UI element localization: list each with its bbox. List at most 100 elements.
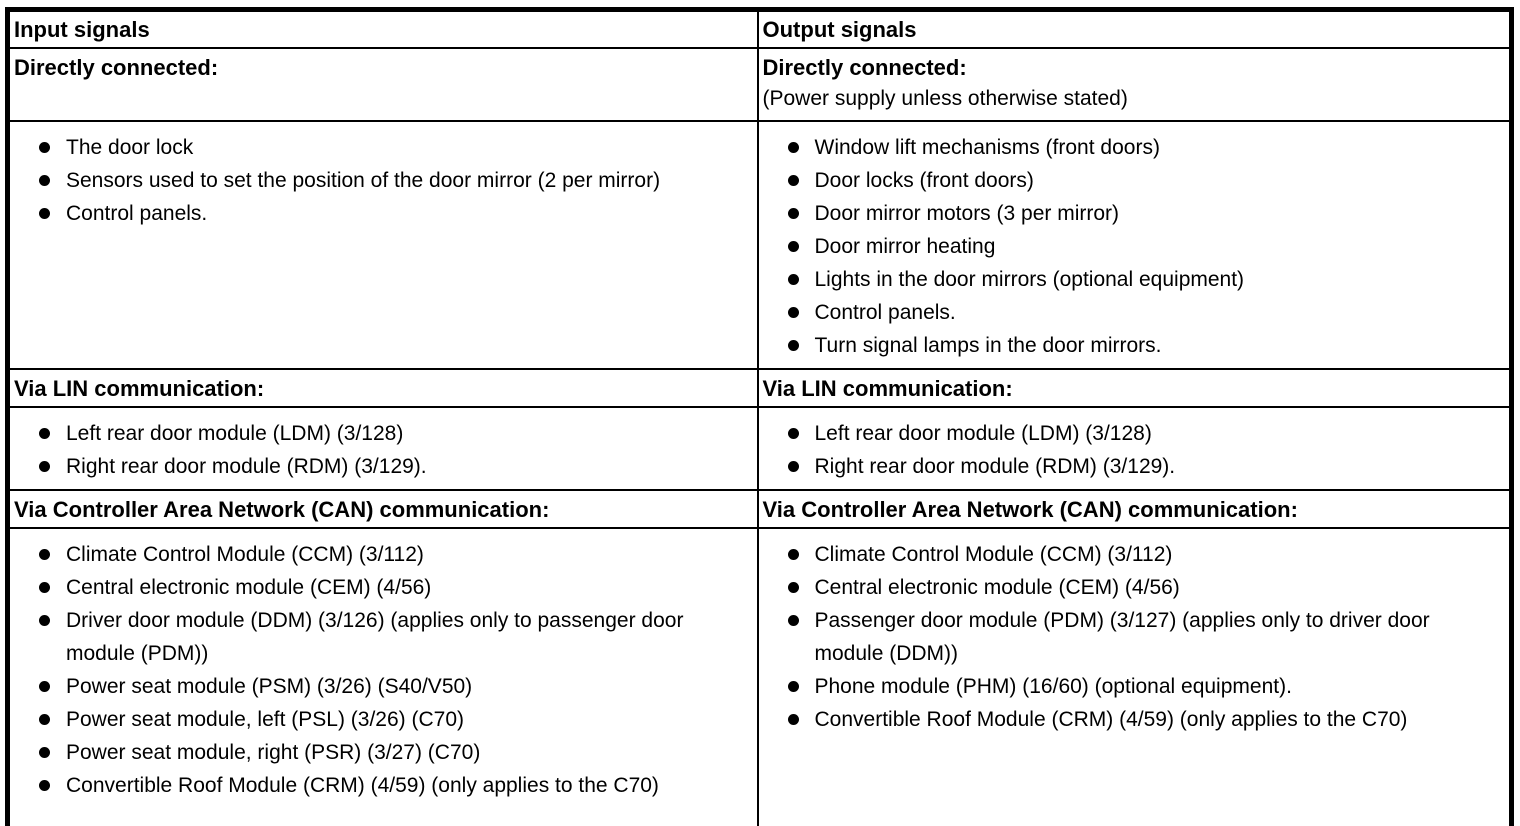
list-item-text: Control panels. bbox=[814, 301, 956, 324]
input-can-title-cell: Via Controller Area Network (CAN) commun… bbox=[6, 489, 759, 529]
bullet-icon bbox=[787, 461, 799, 472]
bullet-icon bbox=[787, 582, 799, 593]
bullet-icon bbox=[787, 208, 799, 219]
list-item-text: Right rear door module (RDM) (3/129). bbox=[66, 455, 427, 478]
section-title: Directly connected: bbox=[14, 55, 219, 80]
directly-connected-title-row: Directly connected: Directly connected: … bbox=[6, 47, 1513, 122]
bullet-icon bbox=[39, 428, 50, 439]
list-item-text: Left rear door module (LDM) (3/128) bbox=[66, 422, 404, 445]
list-item-text: Door mirror heating bbox=[814, 235, 996, 258]
input-directly-connected-items-cell: The door lock Sensors used to set the po… bbox=[6, 120, 759, 370]
list-item: Left rear door module (LDM) (3/128) bbox=[760, 417, 1500, 450]
list-item-text: Turn signal lamps in the door mirrors. bbox=[814, 334, 1162, 357]
list-item: Lights in the door mirrors (optional equ… bbox=[760, 263, 1500, 296]
list-item-text: Convertible Roof Module (CRM) (4/59) (on… bbox=[814, 708, 1408, 731]
list-item: Climate Control Module (CCM) (3/112) bbox=[10, 538, 747, 571]
list-item: Door locks (front doors) bbox=[760, 164, 1500, 197]
list-item-text: Door locks (front doors) bbox=[814, 169, 1034, 192]
list-item-text: Central electronic module (CEM) (4/56) bbox=[814, 576, 1180, 599]
list-item: Phone module (PHM) (16/60) (optional equ… bbox=[760, 670, 1500, 703]
list-item: Central electronic module (CEM) (4/56) bbox=[10, 571, 747, 604]
list-item: Central electronic module (CEM) (4/56) bbox=[760, 571, 1500, 604]
list-item-text: Driver door module (DDM) (3/126) (applie… bbox=[66, 609, 684, 665]
bullet-list: Climate Control Module (CCM) (3/112) Cen… bbox=[10, 530, 756, 808]
section-title: Via LIN communication: bbox=[14, 376, 265, 401]
list-item-text: Power seat module, right (PSR) (3/27) (C… bbox=[66, 741, 481, 764]
output-signals-header-cell: Output signals bbox=[756, 8, 1513, 49]
list-item: Passenger door module (PDM) (3/127) (app… bbox=[760, 604, 1500, 670]
bullet-list: Left rear door module (LDM) (3/128) Righ… bbox=[760, 409, 1510, 488]
list-item-text: Phone module (PHM) (16/60) (optional equ… bbox=[814, 675, 1292, 698]
output-directly-connected-items-cell: Window lift mechanisms (front doors) Doo… bbox=[756, 120, 1513, 370]
bullet-icon bbox=[39, 208, 50, 219]
list-item: Window lift mechanisms (front doors) bbox=[760, 131, 1500, 164]
input-lin-title-cell: Via LIN communication: bbox=[6, 368, 759, 408]
bullet-icon bbox=[39, 780, 50, 791]
list-item-text: Climate Control Module (CCM) (3/112) bbox=[66, 543, 424, 566]
list-item-text: Power seat module (PSM) (3/26) (S40/V50) bbox=[66, 675, 473, 698]
list-item-text: Central electronic module (CEM) (4/56) bbox=[66, 576, 432, 599]
section-title: Via Controller Area Network (CAN) commun… bbox=[14, 497, 550, 522]
list-item: Control panels. bbox=[10, 197, 747, 230]
list-item: Left rear door module (LDM) (3/128) bbox=[10, 417, 747, 450]
bullet-icon bbox=[39, 582, 50, 593]
bullet-icon bbox=[787, 340, 799, 351]
list-item-text: Sensors used to set the position of the … bbox=[66, 169, 661, 192]
output-can-title-cell: Via Controller Area Network (CAN) commun… bbox=[756, 489, 1513, 529]
bullet-icon bbox=[39, 461, 50, 472]
list-item: Convertible Roof Module (CRM) (4/59) (on… bbox=[10, 769, 747, 802]
bullet-list: Window lift mechanisms (front doors) Doo… bbox=[760, 123, 1510, 367]
input-directly-connected-title-cell: Directly connected: bbox=[6, 47, 759, 122]
list-item: Power seat module (PSM) (3/26) (S40/V50) bbox=[10, 670, 747, 703]
bullet-icon bbox=[39, 142, 50, 153]
bullet-icon bbox=[39, 175, 50, 186]
list-item: Power seat module, right (PSR) (3/27) (C… bbox=[10, 736, 747, 769]
list-item-text: Lights in the door mirrors (optional equ… bbox=[814, 268, 1245, 291]
input-signals-header-cell: Input signals bbox=[6, 8, 759, 49]
bullet-icon bbox=[39, 615, 50, 626]
bullet-icon bbox=[787, 274, 799, 285]
can-title-row: Via Controller Area Network (CAN) commun… bbox=[6, 489, 1513, 529]
list-item-text: Left rear door module (LDM) (3/128) bbox=[814, 422, 1152, 445]
input-can-items-cell: Climate Control Module (CCM) (3/112) Cen… bbox=[6, 527, 759, 826]
list-item: Door mirror motors (3 per mirror) bbox=[760, 197, 1500, 230]
lin-items-row: Left rear door module (LDM) (3/128) Righ… bbox=[6, 406, 1513, 491]
bullet-icon bbox=[787, 241, 799, 252]
list-item: Driver door module (DDM) (3/126) (applie… bbox=[10, 604, 747, 670]
list-item: Convertible Roof Module (CRM) (4/59) (on… bbox=[760, 703, 1500, 736]
bullet-icon bbox=[39, 549, 50, 560]
list-item-text: Window lift mechanisms (front doors) bbox=[814, 136, 1160, 159]
bullet-icon bbox=[787, 175, 799, 186]
output-directly-connected-title-cell: Directly connected: (Power supply unless… bbox=[756, 47, 1513, 122]
lin-title-row: Via LIN communication: Via LIN communica… bbox=[6, 368, 1513, 408]
table-header-row: Input signals Output signals bbox=[6, 8, 1513, 49]
bullet-icon bbox=[39, 714, 50, 725]
list-item-text: Power seat module, left (PSL) (3/26) (C7… bbox=[66, 708, 464, 731]
bullet-icon bbox=[787, 615, 799, 626]
output-lin-title-cell: Via LIN communication: bbox=[756, 368, 1513, 408]
list-item-text: The door lock bbox=[66, 136, 194, 159]
signals-table: Input signals Output signals Directly co… bbox=[5, 7, 1514, 826]
list-item: The door lock bbox=[10, 131, 747, 164]
bullet-icon bbox=[787, 142, 799, 153]
directly-connected-items-row: The door lock Sensors used to set the po… bbox=[6, 120, 1513, 370]
bullet-list: Climate Control Module (CCM) (3/112) Cen… bbox=[760, 530, 1510, 742]
list-item: Right rear door module (RDM) (3/129). bbox=[10, 450, 747, 483]
bullet-list: The door lock Sensors used to set the po… bbox=[10, 123, 756, 236]
bullet-icon bbox=[787, 307, 799, 318]
bullet-icon bbox=[787, 549, 799, 560]
section-title: Via Controller Area Network (CAN) commun… bbox=[762, 497, 1298, 522]
bullet-icon bbox=[787, 428, 799, 439]
can-items-row: Climate Control Module (CCM) (3/112) Cen… bbox=[6, 527, 1513, 826]
bullet-list: Left rear door module (LDM) (3/128) Righ… bbox=[10, 409, 756, 488]
output-lin-items-cell: Left rear door module (LDM) (3/128) Righ… bbox=[756, 406, 1513, 491]
list-item: Door mirror heating bbox=[760, 230, 1500, 263]
output-signals-header: Output signals bbox=[762, 17, 917, 42]
list-item: Right rear door module (RDM) (3/129). bbox=[760, 450, 1500, 483]
list-item-text: Convertible Roof Module (CRM) (4/59) (on… bbox=[66, 774, 659, 797]
input-lin-items-cell: Left rear door module (LDM) (3/128) Righ… bbox=[6, 406, 759, 491]
bullet-icon bbox=[787, 714, 799, 725]
list-item: Power seat module, left (PSL) (3/26) (C7… bbox=[10, 703, 747, 736]
list-item: Sensors used to set the position of the … bbox=[10, 164, 747, 197]
